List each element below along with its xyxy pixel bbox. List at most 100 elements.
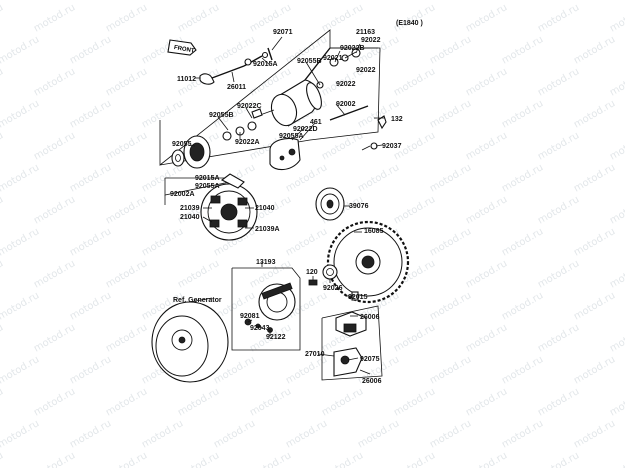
watermark-text: motod.ru <box>0 34 41 66</box>
label-120: 120 <box>306 269 318 276</box>
watermark-text: motod.ru <box>464 66 509 98</box>
clutch-bolt <box>308 279 318 286</box>
label-21039a: 21039A <box>255 226 280 233</box>
watermark-text: motod.ru <box>500 0 545 3</box>
watermark-text: motod.ru <box>176 2 221 34</box>
watermark-text: motod.ru <box>68 34 113 66</box>
watermark-text: motod.ru <box>0 354 41 386</box>
watermark-text: motod.ru <box>32 450 77 468</box>
label-461: 461 <box>310 119 322 126</box>
watermark-text: motod.ru <box>572 290 617 322</box>
watermark-text: motod.ru <box>104 322 149 354</box>
watermark-text: motod.ru <box>464 194 509 226</box>
watermark-text: motod.ru <box>104 258 149 290</box>
watermark-text: motod.ru <box>32 66 77 98</box>
label-21039: 21039 <box>180 205 200 212</box>
watermark-text: motod.ru <box>572 226 617 258</box>
label-92071: 92071 <box>273 29 293 36</box>
label-26011: 26011 <box>227 84 246 91</box>
watermark-text: motod.ru <box>356 418 401 450</box>
watermark-text: motod.ru <box>536 130 581 162</box>
brush-holder-assembly <box>164 173 258 241</box>
watermark-text: motod.ru <box>464 322 509 354</box>
label-92043: 92043 <box>250 325 270 332</box>
label-132: 132 <box>391 116 403 123</box>
watermark-text: motod.ru <box>0 98 41 130</box>
watermark-text: motod.ru <box>140 418 185 450</box>
watermark-text: motod.ru <box>212 418 257 450</box>
diagram-code: (E1840 ) <box>396 20 423 27</box>
watermark-text: motod.ru <box>428 34 473 66</box>
label-11012: 11012 <box>177 76 196 83</box>
watermark-text: motod.ru <box>428 98 473 130</box>
label-27010: 27010 <box>305 351 325 358</box>
watermark-text: motod.ru <box>104 130 149 162</box>
watermark-text: motod.ru <box>0 130 5 162</box>
watermark-text: motod.ru <box>392 66 437 98</box>
watermark-text: motod.ru <box>500 98 545 130</box>
watermark-text: motod.ru <box>0 0 41 3</box>
watermark-text: motod.ru <box>536 2 581 34</box>
label-92022b: 92022B <box>340 45 365 52</box>
label-26006-b: 26006 <box>362 378 382 385</box>
label-92021: 92021 <box>323 55 343 62</box>
watermark-text: motod.ru <box>500 418 545 450</box>
label-92122: 92122 <box>266 334 286 341</box>
front-tag-label: FRONT <box>173 45 195 55</box>
watermark-text: motod.ru <box>176 386 221 418</box>
watermark-text: motod.ru <box>428 354 473 386</box>
watermark-text: motod.ru <box>428 162 473 194</box>
label-92037: 92037 <box>382 143 402 150</box>
watermark-text: motod.ru <box>68 98 113 130</box>
label-21040-right: 21040 <box>255 205 275 212</box>
watermark-text: motod.ru <box>572 34 617 66</box>
starter-motor-assembly <box>159 29 387 171</box>
starter-end-cover <box>269 137 301 171</box>
watermark-text: motod.ru <box>68 354 113 386</box>
watermark-text: motod.ru <box>536 194 581 226</box>
watermark-text: motod.ru <box>428 0 473 3</box>
label-92022c: 92022C <box>237 103 262 110</box>
watermark-text: motod.ru <box>320 386 365 418</box>
label-92022d: 92022D <box>293 126 318 133</box>
watermark-text: motod.ru <box>32 322 77 354</box>
watermark-text: motod.ru <box>536 450 581 468</box>
part-labels: 92071 21163 92022 92022B 92021 92022 920… <box>170 29 403 385</box>
watermark-text: motod.ru <box>500 226 545 258</box>
watermark-text: motod.ru <box>104 386 149 418</box>
label-92002a: 92002A <box>170 191 195 198</box>
watermark-text: motod.ru <box>284 418 329 450</box>
ref-generator-note: Ref. Generator <box>173 297 222 304</box>
label-92075: 92075 <box>360 356 380 363</box>
watermark-text: motod.ru <box>536 66 581 98</box>
starter-cable <box>199 47 273 85</box>
label-92026: 92026 <box>323 285 343 292</box>
watermark-text: motod.ru <box>0 162 41 194</box>
starter-relay-assembly <box>321 291 383 381</box>
label-39076: 39076 <box>349 203 369 210</box>
watermark-text: motod.ru <box>464 2 509 34</box>
watermark-text: motod.ru <box>140 98 185 130</box>
watermark-text: motod.ru <box>428 226 473 258</box>
watermark-text: motod.ru <box>32 386 77 418</box>
watermark-text: motod.ru <box>392 194 437 226</box>
watermark-text: motod.ru <box>392 322 437 354</box>
watermark-text: motod.ru <box>428 290 473 322</box>
watermark-text: motod.ru <box>608 66 625 98</box>
watermark-text: motod.ru <box>356 0 401 3</box>
label-92055a-mid: 92055A <box>279 133 304 140</box>
watermark-text: motod.ru <box>392 450 437 468</box>
watermark-text: motod.ru <box>608 450 625 468</box>
starter-motor-body <box>251 79 322 127</box>
label-16085: 16085 <box>364 228 384 235</box>
label-92055-left: 92055 <box>172 141 192 148</box>
watermark-text: motod.ru <box>320 130 365 162</box>
watermark-text: motod.ru <box>464 258 509 290</box>
watermark-text: motod.ru <box>392 2 437 34</box>
watermark-text: motod.ru <box>500 290 545 322</box>
watermark-text: motod.ru <box>68 226 113 258</box>
watermark-text: motod.ru <box>608 194 625 226</box>
watermark-text: motod.ru <box>608 2 625 34</box>
watermark-text: motod.ru <box>572 0 617 3</box>
watermark-text: motod.ru <box>608 130 625 162</box>
